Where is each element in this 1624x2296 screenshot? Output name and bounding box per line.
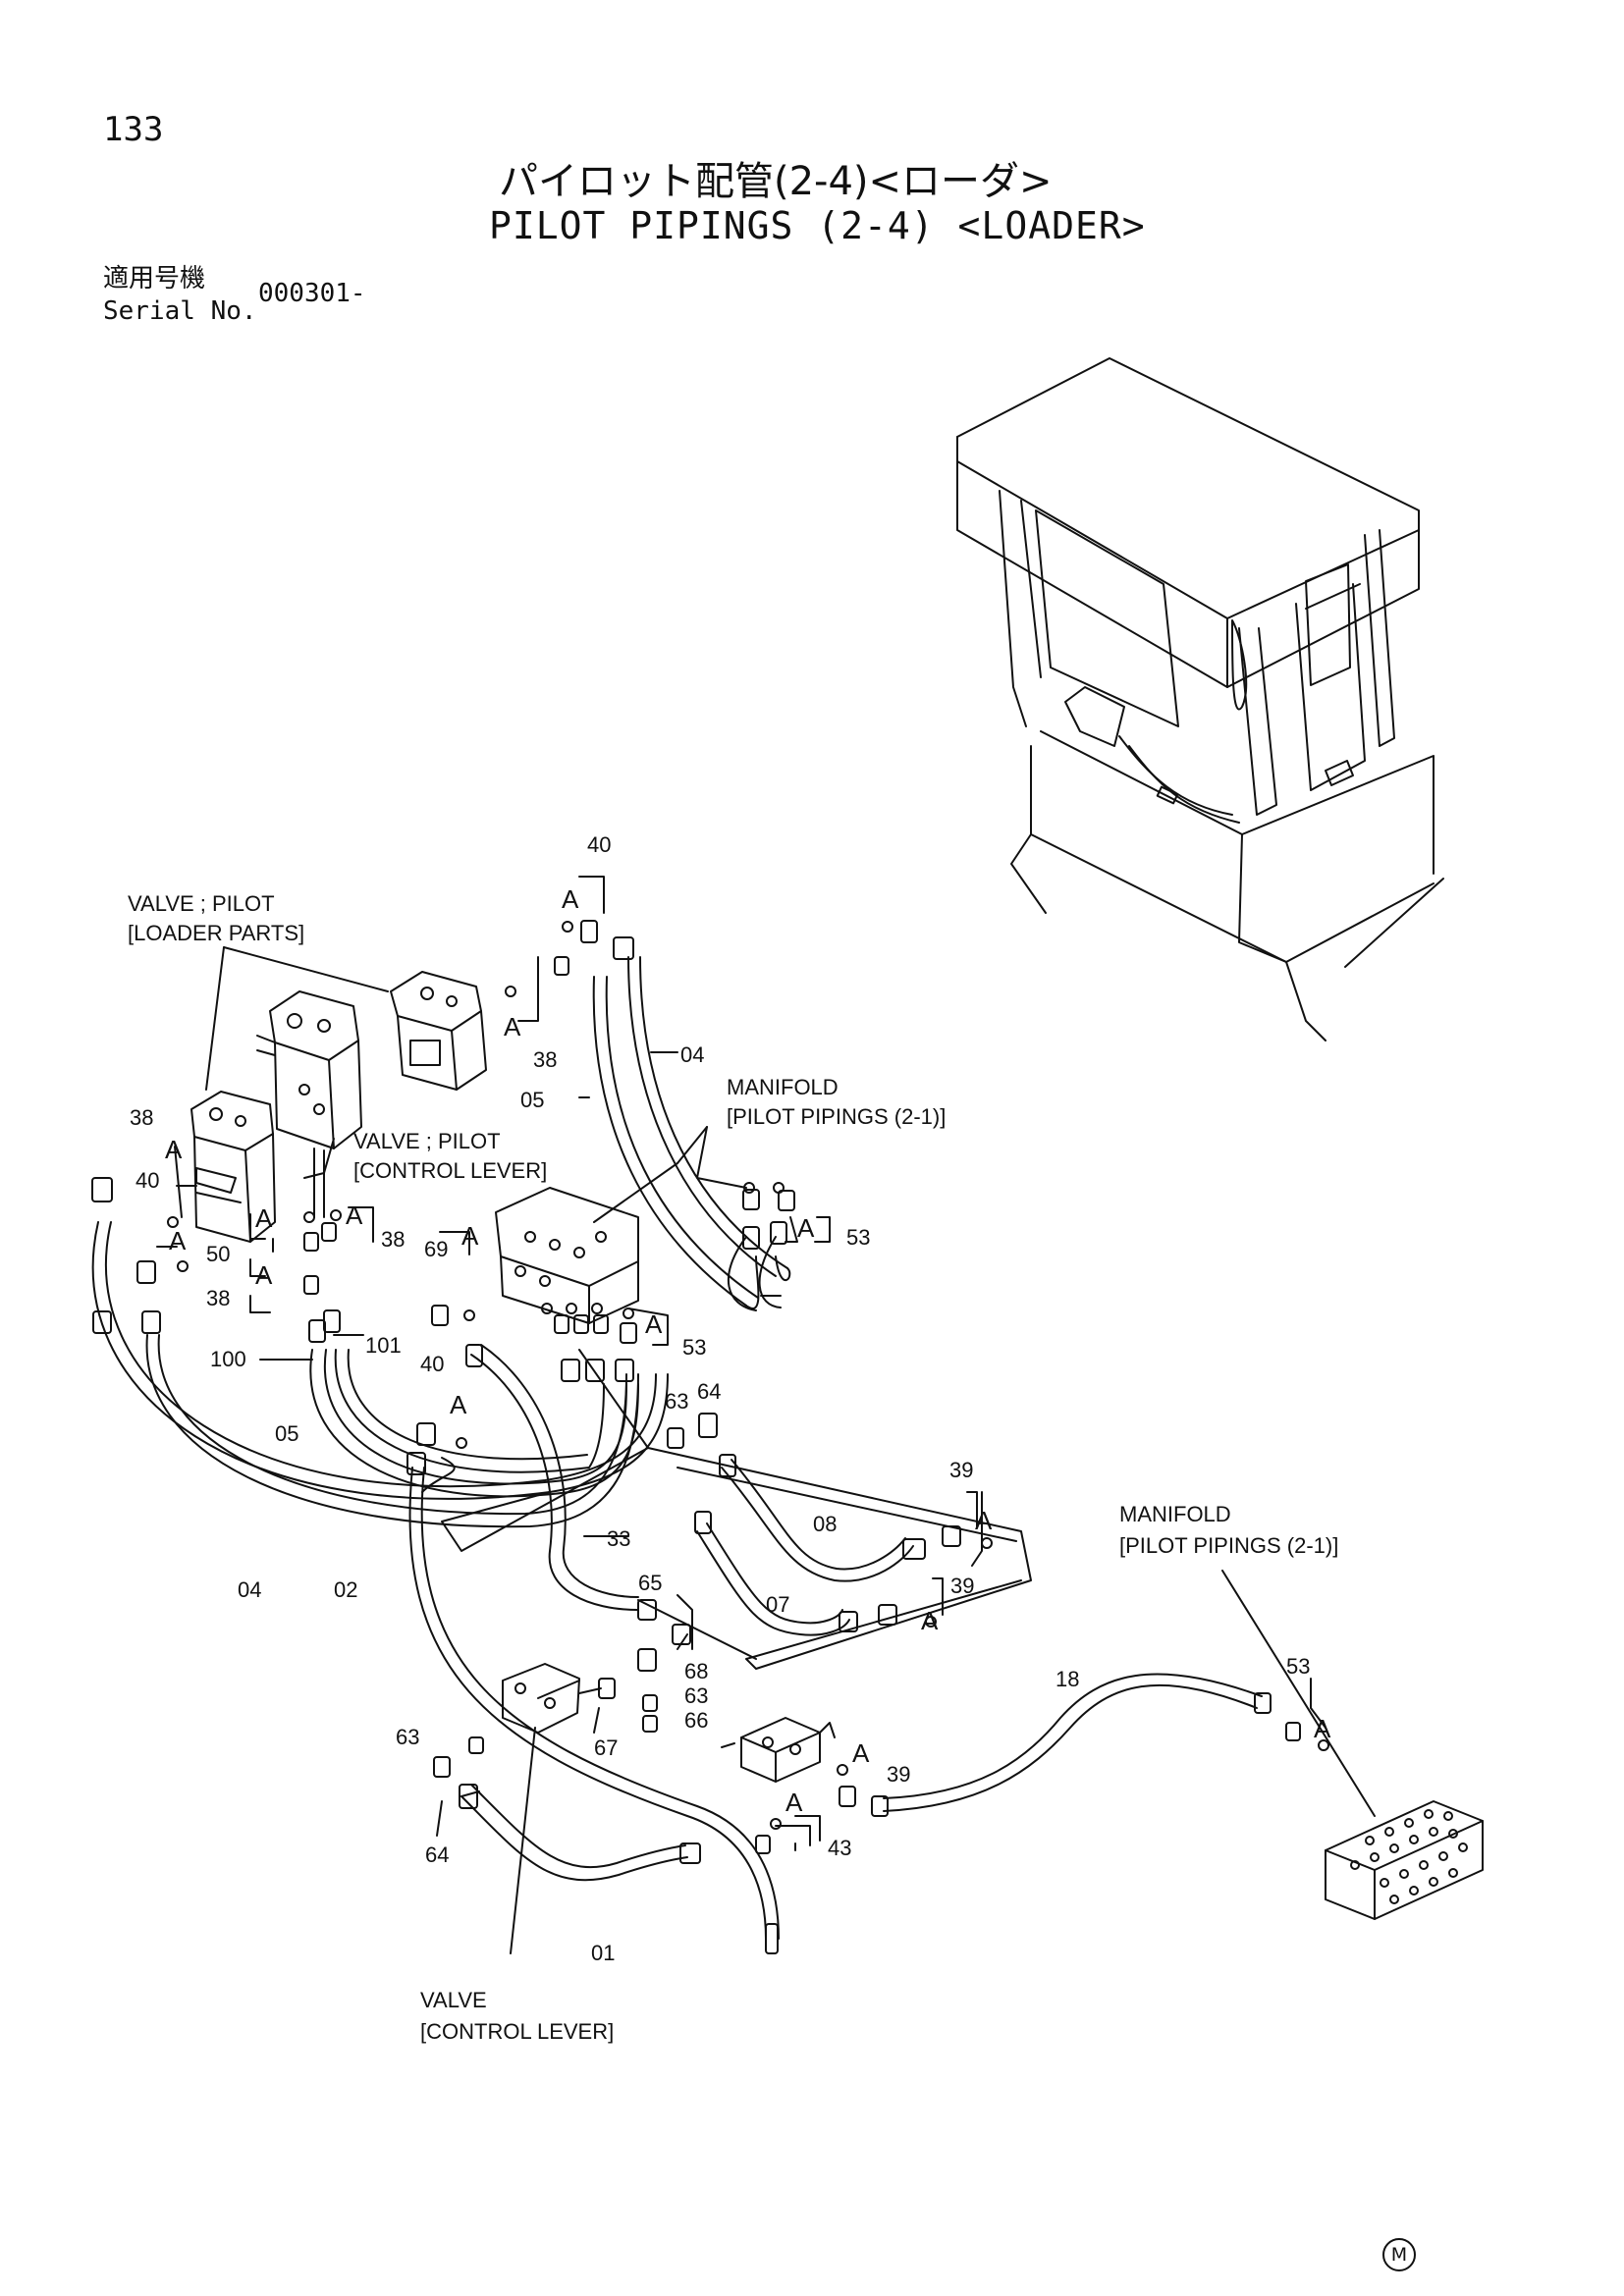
part-number: 02 [334, 1577, 357, 1602]
part-number: 65 [638, 1571, 662, 1595]
part-number: 67 [594, 1735, 618, 1760]
detail-markers-a: A A A A A A A A A A A A A A A A [165, 884, 1331, 1817]
callout-labels: VALVE ; PILOT [LOADER PARTS] VALVE ; PIL… [128, 891, 1338, 2044]
pilot-valve-loader-upper [390, 971, 487, 1091]
control-lever-valve [502, 1663, 602, 1734]
marker-a: A [461, 1221, 479, 1251]
part-number: 38 [206, 1286, 230, 1310]
part-number: 66 [684, 1708, 708, 1733]
serial-label-japanese: 適用号機 [103, 264, 206, 294]
marker-a: A [852, 1738, 870, 1768]
leader-lines [156, 876, 1376, 1954]
marker-a: A [1314, 1714, 1331, 1743]
part-number: 07 [766, 1592, 789, 1617]
manifold-upper [495, 1187, 639, 1324]
marker-a: A [797, 1213, 815, 1243]
cab-illustration [956, 357, 1444, 1041]
part-number: 53 [682, 1335, 706, 1360]
part-number: 64 [697, 1379, 721, 1404]
marker-a: A [975, 1506, 993, 1535]
part-number: 100 [210, 1347, 246, 1371]
part-number: 43 [828, 1836, 851, 1860]
marker-a: A [504, 1012, 521, 1041]
part-number: 69 [424, 1237, 448, 1261]
part-number: 39 [887, 1762, 910, 1787]
page-number: 133 [103, 110, 164, 149]
part-number: 05 [520, 1088, 544, 1112]
label-valve-pilot-loader-line2: [LOADER PARTS] [128, 921, 304, 945]
part-number: 63 [665, 1389, 688, 1414]
marker-a: A [921, 1606, 939, 1635]
label-valve-control-line1: VALVE [420, 1988, 487, 2012]
part-number: 38 [381, 1227, 405, 1252]
part-number: 40 [420, 1352, 444, 1376]
label-valve-pilot-control-line1: VALVE ; PILOT [353, 1129, 501, 1153]
label-valve-pilot-loader-line1: VALVE ; PILOT [128, 891, 275, 916]
part-number: 04 [680, 1042, 704, 1067]
part-number: 38 [533, 1047, 557, 1072]
part-number: 18 [1056, 1667, 1079, 1691]
serial-number-value: 000301- [258, 279, 366, 308]
label-valve-control-line2: [CONTROL LEVER] [420, 2019, 614, 2044]
part-number: 38 [130, 1105, 153, 1130]
label-manifold-lower-line1: MANIFOLD [1119, 1502, 1231, 1526]
manifold-lower-right [1325, 1800, 1484, 1920]
marker-a: A [645, 1309, 663, 1339]
title-english: PILOT PIPINGS (2-4) <LOADER> [489, 204, 1146, 247]
label-manifold-lower-line2: [PILOT PIPINGS (2-1)] [1119, 1533, 1338, 1558]
marker-a: A [785, 1788, 803, 1817]
part-number: 40 [135, 1168, 159, 1193]
marker-a: A [346, 1201, 363, 1230]
label-manifold-upper-line1: MANIFOLD [727, 1075, 839, 1099]
marker-a: A [165, 1135, 183, 1164]
marker-a: A [255, 1260, 273, 1290]
pilot-valve-loader-lower [190, 1091, 276, 1243]
part-number: 53 [1286, 1654, 1310, 1679]
part-number-labels: 40 38 04 05 38 40 50 38 38 69 40 100 101… [130, 832, 1310, 1965]
part-number: 68 [684, 1659, 708, 1683]
part-number: 40 [587, 832, 611, 857]
marker-a: A [169, 1226, 187, 1255]
part-number: 01 [591, 1941, 615, 1965]
label-valve-pilot-control-line2: [CONTROL LEVER] [353, 1158, 547, 1183]
m-symbol: M [1382, 2238, 1416, 2271]
part-number: 39 [949, 1458, 973, 1482]
marker-a: A [562, 884, 579, 914]
part-number: 39 [950, 1574, 974, 1598]
part-number: 33 [607, 1526, 630, 1551]
part-number: 63 [396, 1725, 419, 1749]
title-japanese: パイロット配管(2-4)<ローダ> [499, 159, 1053, 204]
valve-block-lower [740, 1717, 836, 1783]
pilot-valve-loader-middle [256, 990, 362, 1218]
part-number: 08 [813, 1512, 837, 1536]
serial-label-english: Serial No. [103, 296, 257, 326]
marker-a: A [255, 1203, 273, 1233]
part-number: 63 [684, 1683, 708, 1708]
part-number: 05 [275, 1421, 298, 1446]
part-number: 50 [206, 1242, 230, 1266]
part-number: 53 [846, 1225, 870, 1250]
part-number: 64 [425, 1842, 449, 1867]
label-manifold-upper-line2: [PILOT PIPINGS (2-1)] [727, 1104, 946, 1129]
fittings [91, 920, 1329, 1954]
part-number: 04 [238, 1577, 261, 1602]
part-number: 101 [365, 1333, 402, 1358]
marker-a: A [450, 1390, 467, 1419]
